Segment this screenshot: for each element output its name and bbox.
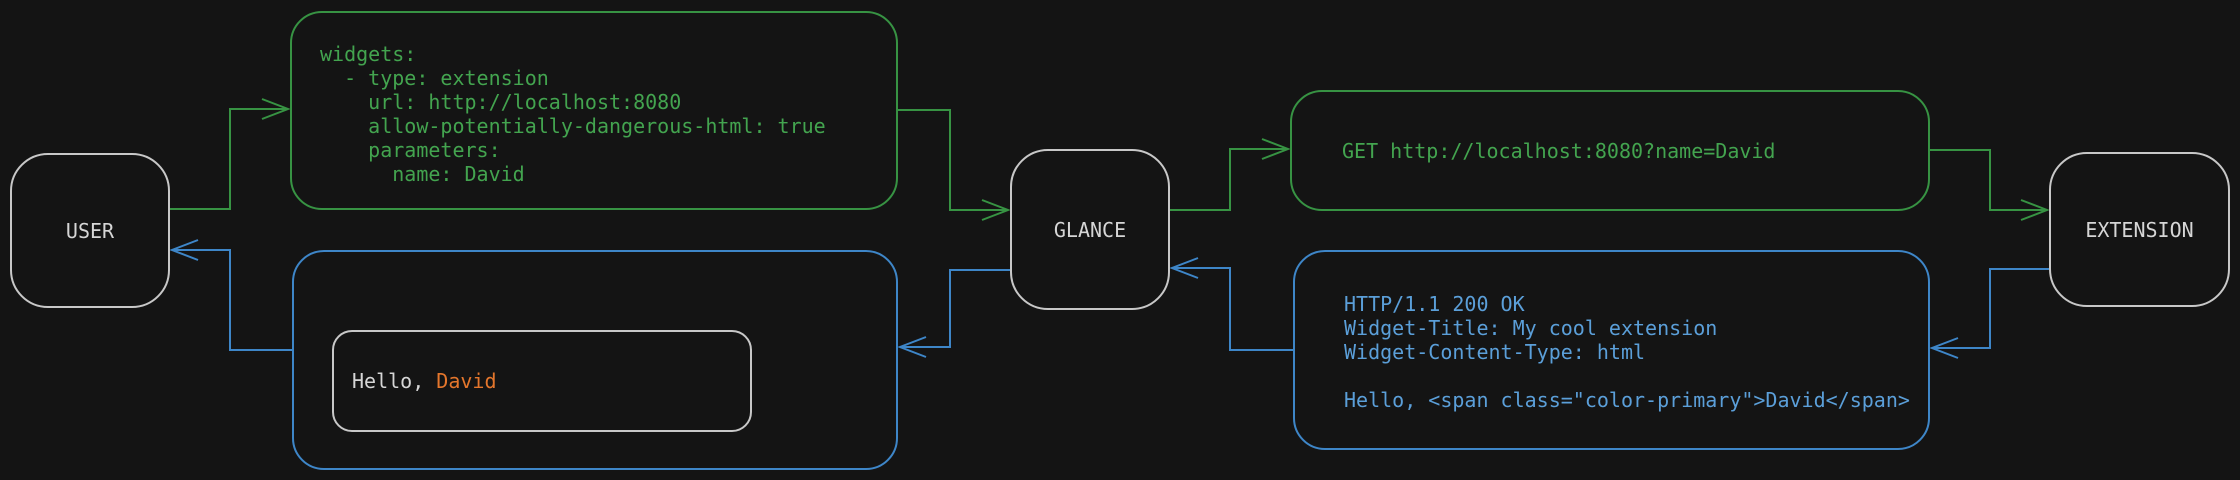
rendered-widget-box: MY COOL EXTENSION Hello, David bbox=[292, 250, 898, 470]
http-request-text: GET http://localhost:8080?name=David bbox=[1342, 138, 1776, 163]
rendered-widget-greeting-box: Hello, David bbox=[332, 330, 752, 432]
arrow-user-to-config bbox=[170, 98, 291, 210]
arrow-response-to-glance bbox=[1169, 257, 1293, 351]
user-node: USER bbox=[10, 153, 170, 308]
greeting-name: David bbox=[436, 369, 497, 393]
arrow-widget-to-user bbox=[169, 239, 292, 351]
config-yaml-code: widgets: - type: extension url: http://l… bbox=[320, 42, 826, 186]
http-request-box: GET http://localhost:8080?name=David bbox=[1290, 90, 1930, 211]
user-node-label: USER bbox=[65, 218, 115, 243]
greeting-prefix: Hello, bbox=[352, 369, 437, 393]
glance-node-label: GLANCE bbox=[1053, 217, 1127, 242]
arrow-glance-to-request bbox=[1170, 138, 1291, 211]
arrow-glance-to-widget bbox=[897, 269, 1010, 358]
arrow-extension-to-response bbox=[1929, 268, 2049, 359]
extension-node: EXTENSION bbox=[2049, 152, 2230, 307]
http-response-code: HTTP/1.1 200 OK Widget-Title: My cool ex… bbox=[1344, 292, 1910, 412]
arrow-config-to-glance bbox=[898, 109, 1011, 221]
arrow-request-to-extension bbox=[1930, 149, 2050, 221]
config-yaml-box: widgets: - type: extension url: http://l… bbox=[290, 11, 898, 210]
http-response-box: HTTP/1.1 200 OK Widget-Title: My cool ex… bbox=[1293, 250, 1930, 450]
glance-node: GLANCE bbox=[1010, 149, 1170, 310]
extension-node-label: EXTENSION bbox=[2085, 217, 2194, 242]
